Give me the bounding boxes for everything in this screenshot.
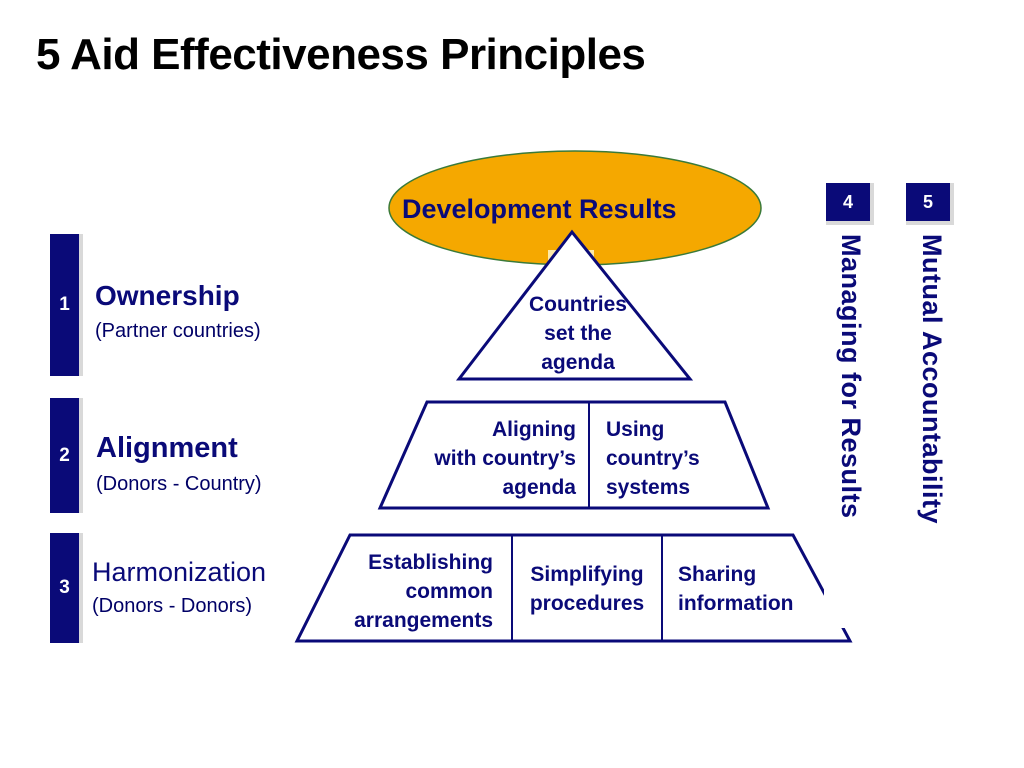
- principle-3-party: (Donors - Donors): [92, 595, 253, 617]
- pyramid-tier-2: [377, 400, 771, 510]
- principle-2-name: Alignment: [96, 432, 238, 464]
- principle-3-badge: 3: [50, 533, 83, 643]
- pyramid-tier-3: [294, 533, 853, 643]
- tier-2-right-text: Using country’s systems: [606, 418, 700, 499]
- principle-2-number: 2: [59, 444, 70, 466]
- principle-4-number: 4: [842, 191, 853, 212]
- principle-4-name: Managing for Results: [836, 234, 866, 519]
- principle-5-name: Mutual Accountability: [917, 234, 947, 525]
- principle-5-badge: 5: [906, 183, 954, 225]
- principle-3-name: Harmonization: [92, 557, 267, 587]
- principle-1-badge: 1: [50, 234, 83, 376]
- principle-1-name: Ownership: [95, 280, 240, 311]
- tier-3-right-text: Sharing information: [678, 563, 794, 615]
- principle-2-party: (Donors - Country): [96, 473, 262, 495]
- principle-5-column: [906, 222, 950, 628]
- principle-4-badge: 4: [826, 183, 874, 225]
- principle-3-number: 3: [59, 577, 70, 598]
- principle-5-number: 5: [922, 191, 933, 212]
- page-title: 5 Aid Effectiveness Principles: [36, 30, 646, 79]
- principle-1-party: (Partner countries): [95, 320, 261, 342]
- principle-2-badge: 2: [50, 398, 83, 513]
- pyramid-tier-1: [455, 229, 694, 381]
- tier-1-text: Countries set the agenda: [528, 293, 627, 374]
- development-results-label: Development Results: [402, 194, 677, 224]
- principle-1-number: 1: [59, 294, 70, 315]
- tier-3-left-text: Establishing common arrangements: [354, 551, 493, 632]
- tier-2-left-text: Aligning with country’s agenda: [434, 418, 576, 499]
- tier-3-middle-text: Simplifying procedures: [529, 563, 645, 615]
- principle-4-column: [824, 222, 868, 628]
